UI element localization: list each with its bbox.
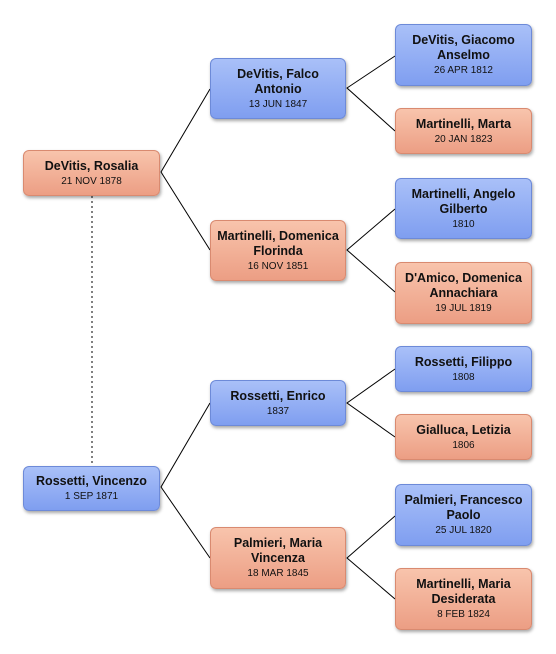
- person-name: Martinelli, Domenica Florinda: [217, 228, 339, 258]
- person-marta[interactable]: Martinelli, Marta 20 JAN 1823: [395, 108, 532, 154]
- person-date: 1810: [452, 218, 475, 230]
- person-date: 25 JUL 1820: [435, 525, 492, 536]
- person-domenica-florinda[interactable]: Martinelli, Domenica Florinda 16 NOV 185…: [210, 220, 346, 281]
- person-name: Rossetti, Filippo: [414, 354, 513, 369]
- person-name: Gialluca, Letizia: [416, 422, 511, 437]
- person-date: 8 FEB 1824: [437, 609, 490, 620]
- link-domenica-parents: [346, 208, 396, 293]
- person-maria-vincenza[interactable]: Palmieri, Maria Vincenza 18 MAR 1845: [210, 527, 346, 589]
- person-angelo[interactable]: Martinelli, Angelo Gilberto 1810: [395, 178, 532, 239]
- person-name: Rossetti, Enrico: [230, 388, 326, 403]
- person-name: Martinelli, Maria Desiderata: [416, 577, 511, 606]
- person-rosalia[interactable]: DeVitis, Rosalia 21 NOV 1878: [23, 150, 160, 196]
- person-date: 1 SEP 1871: [64, 491, 119, 502]
- person-date: 1837: [266, 405, 290, 417]
- person-enrico[interactable]: Rossetti, Enrico 1837: [210, 380, 346, 426]
- person-giacomo[interactable]: DeVitis, Giacomo Anselmo 26 APR 1812: [395, 24, 532, 86]
- person-name: Martinelli, Marta: [415, 116, 512, 131]
- person-letizia[interactable]: Gialluca, Letizia 1806: [395, 414, 532, 460]
- link-maria-parents: [346, 515, 396, 600]
- person-name: Martinelli, Angelo Gilberto: [411, 186, 516, 216]
- person-date: 1808: [452, 371, 475, 383]
- person-falco[interactable]: DeVitis, Falco Antonio 13 JUN 1847: [210, 58, 346, 119]
- person-date: 18 MAR 1845: [247, 568, 309, 579]
- person-date: 19 JUL 1819: [435, 303, 492, 314]
- person-name: DeVitis, Giacomo Anselmo: [412, 33, 515, 62]
- person-date: 21 NOV 1878: [61, 175, 122, 187]
- person-date: 20 JAN 1823: [434, 133, 493, 145]
- person-vincenzo[interactable]: Rossetti, Vincenzo 1 SEP 1871: [23, 466, 160, 511]
- link-vincenzo-parents: [160, 402, 211, 559]
- link-falco-parents: [346, 55, 396, 132]
- link-enrico-parents: [346, 368, 396, 438]
- person-date: 16 NOV 1851: [247, 260, 309, 272]
- person-date: 26 APR 1812: [434, 65, 493, 76]
- person-francesco[interactable]: Palmieri, Francesco Paolo 25 JUL 1820: [395, 484, 532, 546]
- person-name: DeVitis, Rosalia: [44, 158, 139, 173]
- person-filippo[interactable]: Rossetti, Filippo 1808: [395, 346, 532, 392]
- person-date: 1806: [452, 439, 475, 451]
- person-date: 13 JUN 1847: [248, 98, 308, 110]
- person-maria-desiderata[interactable]: Martinelli, Maria Desiderata 8 FEB 1824: [395, 568, 532, 630]
- link-rosalia-parents: [160, 88, 211, 251]
- person-name: DeVitis, Falco Antonio: [237, 66, 319, 96]
- person-name: D'Amico, Domenica Annachiara: [405, 271, 522, 300]
- person-name: Rossetti, Vincenzo: [36, 474, 147, 488]
- person-name: Palmieri, Francesco Paolo: [404, 493, 523, 522]
- person-name: Palmieri, Maria Vincenza: [233, 536, 323, 565]
- person-domenica-annachiara[interactable]: D'Amico, Domenica Annachiara 19 JUL 1819: [395, 262, 532, 324]
